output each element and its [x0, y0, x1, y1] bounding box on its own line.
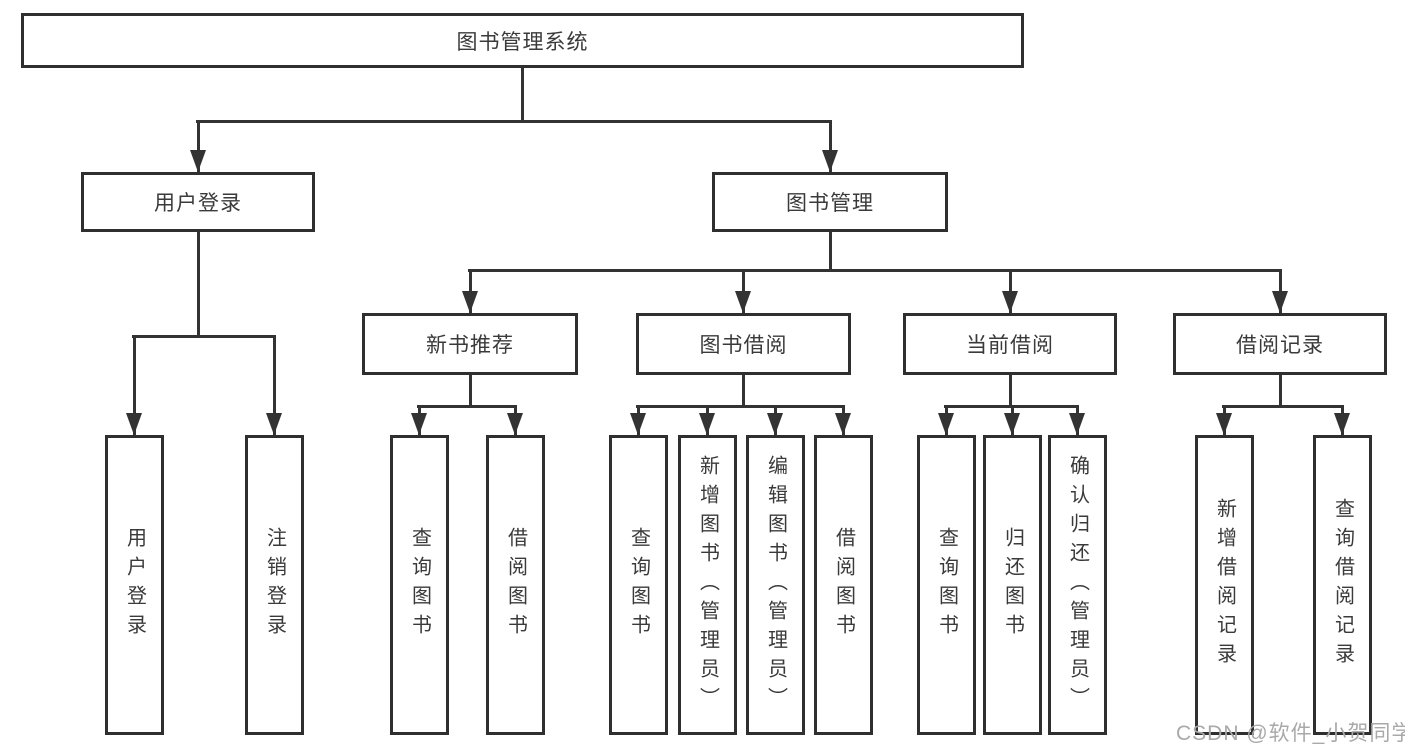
- leaf-borrow-books-recommend: 借阅图书: [486, 435, 545, 735]
- leaf-query-books-recommend-label: 查询图书: [408, 527, 431, 643]
- leaf-query-books-borrow-label: 查询图书: [627, 527, 650, 643]
- leaf-logout: 注销登录: [245, 435, 304, 735]
- connector-root-rail: [196, 120, 832, 123]
- arrowhead-g3-leaf2: [699, 413, 715, 435]
- node-user-login: 用户登录: [81, 172, 315, 232]
- arrowhead-g4-leaf2: [1004, 413, 1020, 435]
- leaf-add-borrow-record: 新增借阅记录: [1195, 435, 1254, 735]
- leaf-return-book: 归还图书: [983, 435, 1042, 735]
- arrowhead-g2-leaf1: [411, 413, 427, 435]
- node-library-system: 图书管理系统: [21, 13, 1024, 68]
- arrowhead-borrow-records: [1272, 291, 1288, 313]
- arrowhead-g3-leaf3: [767, 413, 783, 435]
- leaf-add-borrow-record-label: 新增借阅记录: [1213, 498, 1236, 672]
- leaf-edit-book-admin-label: 编辑图书（管理员）: [764, 454, 787, 716]
- leaf-logout-label: 注销登录: [263, 527, 286, 643]
- connector-user-login-rail: [132, 335, 276, 338]
- leaf-add-book-admin: 新增图书（管理员）: [678, 435, 737, 735]
- leaf-query-books-current: 查询图书: [917, 435, 976, 735]
- connector-root-stub: [521, 68, 524, 120]
- leaf-query-borrow-record-label: 查询借阅记录: [1331, 498, 1354, 672]
- connector-to-leaf-logout: [273, 335, 276, 435]
- arrowhead-new-book: [462, 291, 478, 313]
- leaf-confirm-return-admin-label: 确认归还（管理员）: [1066, 454, 1089, 716]
- arrowhead-book-management: [822, 150, 838, 172]
- arrowhead-book-borrow: [735, 291, 751, 313]
- node-book-borrow: 图书借阅: [636, 313, 851, 375]
- leaf-user-login-label: 用户登录: [123, 527, 146, 643]
- connector-to-user-login: [197, 120, 200, 172]
- leaf-return-book-label: 归还图书: [1001, 527, 1024, 643]
- connector-user-login-stub: [197, 232, 200, 337]
- connector-borrow-records-stub: [1279, 375, 1282, 408]
- arrowhead-g3-leaf1: [630, 413, 646, 435]
- leaf-borrow-books-borrow-label: 借阅图书: [832, 527, 855, 643]
- arrowhead-leaf-logout: [266, 413, 282, 435]
- node-new-book-recommend: 新书推荐: [362, 313, 578, 375]
- leaf-edit-book-admin: 编辑图书（管理员）: [746, 435, 805, 735]
- leaf-borrow-books-borrow: 借阅图书: [814, 435, 873, 735]
- arrowhead-g4-leaf1: [938, 413, 954, 435]
- arrowhead-g4-leaf3: [1069, 413, 1085, 435]
- connector-new-book-rail: [417, 405, 517, 408]
- leaf-user-login: 用户登录: [105, 435, 164, 735]
- arrowhead-g2-leaf2: [507, 413, 523, 435]
- arrowhead-user-login: [190, 150, 206, 172]
- connector-book-borrow-stub: [742, 375, 745, 408]
- leaf-confirm-return-admin: 确认归还（管理员）: [1048, 435, 1107, 735]
- connector-to-book-management: [829, 120, 832, 172]
- connector-borrow-records-rail: [1222, 405, 1344, 408]
- leaf-query-books-recommend: 查询图书: [390, 435, 449, 735]
- leaf-add-book-admin-label: 新增图书（管理员）: [696, 454, 719, 716]
- connector-book-management-stub: [829, 232, 832, 272]
- arrowhead-leaf-user-login: [126, 413, 142, 435]
- arrowhead-g3-leaf4: [835, 413, 851, 435]
- leaf-query-borrow-record: 查询借阅记录: [1313, 435, 1372, 735]
- leaf-borrow-books-recommend-label: 借阅图书: [504, 527, 527, 643]
- csdn-watermark: CSDN @软件_小贺同学: [1176, 722, 1405, 745]
- connector-level3-rail: [468, 269, 1282, 272]
- leaf-query-books-borrow: 查询图书: [609, 435, 668, 735]
- leaf-query-books-current-label: 查询图书: [935, 527, 958, 643]
- node-borrow-records: 借阅记录: [1173, 313, 1387, 375]
- connector-to-leaf-user-login: [133, 335, 136, 435]
- node-book-management: 图书管理: [712, 172, 948, 232]
- node-current-borrow: 当前借阅: [903, 313, 1117, 375]
- arrowhead-g5-leaf1: [1216, 413, 1232, 435]
- connector-new-book-stub: [469, 375, 472, 408]
- arrowhead-current-borrow: [1002, 291, 1018, 313]
- arrowhead-g5-leaf2: [1334, 413, 1350, 435]
- connector-book-borrow-rail: [636, 405, 845, 408]
- connector-current-borrow-stub: [1009, 375, 1012, 408]
